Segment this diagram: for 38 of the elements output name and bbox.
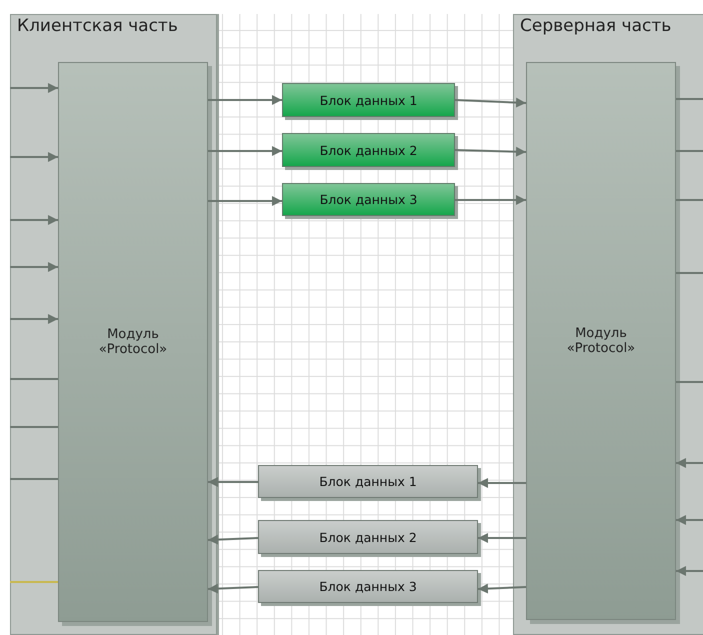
arrow bbox=[10, 152, 58, 162]
arrow bbox=[208, 146, 282, 156]
arrow bbox=[676, 515, 703, 525]
arrow bbox=[478, 533, 526, 543]
arrow bbox=[10, 262, 58, 272]
block-label: Блок данных 1 bbox=[319, 474, 417, 489]
data-block bbox=[258, 520, 478, 554]
block-label: Блок данных 3 bbox=[320, 192, 418, 207]
block-label: Блок данных 1 bbox=[320, 92, 418, 108]
arrow bbox=[208, 196, 282, 206]
arrow bbox=[208, 95, 282, 105]
arrow bbox=[208, 584, 258, 594]
arrow bbox=[454, 98, 526, 108]
panel-title: Клиентская часть bbox=[17, 16, 178, 36]
block-label: Модуль «Protocol» bbox=[566, 326, 636, 356]
block-label: Модуль «Protocol» bbox=[98, 327, 168, 357]
arrow bbox=[676, 458, 703, 468]
data-block bbox=[282, 183, 455, 216]
block-label: Блок данных 3 bbox=[319, 579, 417, 594]
server-panel bbox=[513, 14, 703, 635]
arrow bbox=[454, 146, 526, 157]
arrow bbox=[10, 314, 58, 324]
block-label: Блок данных 2 bbox=[319, 530, 417, 544]
arrow bbox=[10, 215, 58, 225]
panel-title: Серверная часть bbox=[520, 16, 672, 36]
arrow bbox=[676, 566, 703, 576]
data-block bbox=[282, 83, 455, 117]
client-panel bbox=[10, 14, 217, 635]
data-block bbox=[258, 570, 478, 603]
arrow bbox=[455, 195, 526, 205]
arrow bbox=[208, 477, 258, 487]
arrow bbox=[478, 478, 526, 488]
data-block bbox=[258, 465, 478, 498]
arrow bbox=[478, 584, 526, 594]
arrow bbox=[10, 83, 58, 93]
data-block bbox=[282, 133, 455, 167]
block-label: Блок данных 2 bbox=[320, 142, 418, 158]
arrow bbox=[208, 534, 258, 545]
